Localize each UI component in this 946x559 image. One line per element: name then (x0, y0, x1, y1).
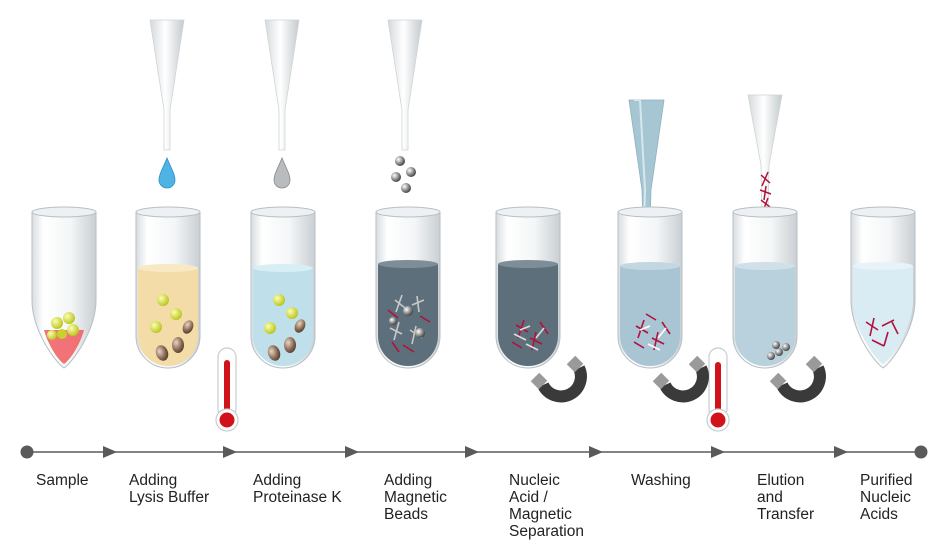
timeline-start-dot (20, 445, 34, 459)
timeline-arrow-icon (589, 446, 603, 458)
magnet-icon (652, 355, 709, 403)
step-label-proteinase-k: Adding Proteinase K (253, 472, 342, 506)
tube-icon (732, 206, 798, 369)
tube-icon (850, 206, 916, 369)
magnetic-bead-icon (391, 156, 416, 193)
pipette-icon (149, 19, 185, 151)
pipette-icon (264, 19, 300, 151)
step-label-lysis-buffer: Adding Lysis Buffer (129, 472, 210, 506)
thermometer-icon (215, 347, 239, 432)
pipette-icon (628, 99, 665, 226)
magnet-icon (530, 355, 587, 403)
timeline-end-dot (914, 445, 928, 459)
timeline-arrow-icon (103, 446, 117, 458)
step-label-elution: Elution and Transfer (757, 472, 815, 523)
tube-icon (375, 206, 441, 369)
thermometer-icon (706, 347, 730, 432)
tube-icon (495, 206, 561, 369)
droplet-icon (273, 156, 291, 189)
tube-icon (250, 206, 316, 369)
step-label-magnetic-separation: Nucleic Acid / Magnetic Separation (509, 472, 584, 540)
tube-icon (31, 206, 97, 369)
pipette-icon (387, 19, 423, 151)
tube-icon (617, 206, 683, 369)
tube-icon (135, 206, 201, 369)
timeline-arrow-icon (465, 446, 479, 458)
timeline-arrow-icon (345, 446, 359, 458)
timeline (20, 445, 928, 459)
timeline-arrow-icon (223, 446, 237, 458)
step-label-sample: Sample (36, 472, 89, 489)
timeline-arrow-icon (711, 446, 725, 458)
droplet-icon (158, 156, 176, 189)
magnet-icon (769, 355, 826, 403)
nucleic-acid-strand (759, 171, 772, 212)
step-label-magnetic-beads: Adding Magnetic Beads (384, 472, 447, 523)
step-label-washing: Washing (631, 472, 691, 489)
timeline-arrow-icon (834, 446, 848, 458)
step-label-purified: Purified Nucleic Acids (860, 472, 913, 523)
